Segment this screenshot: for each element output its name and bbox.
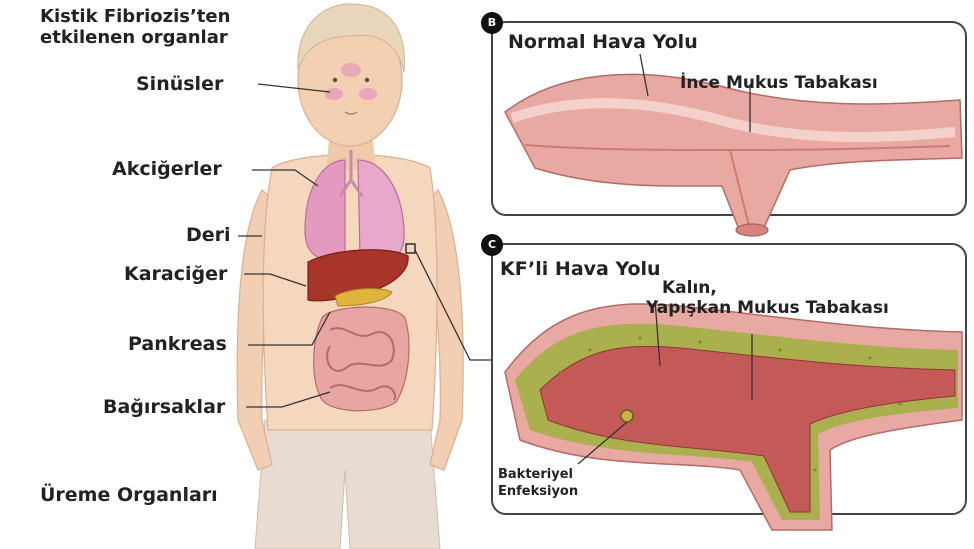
intestines <box>314 307 409 411</box>
bacteria-spot <box>621 410 633 422</box>
panel-b-mucus-label: İnce Mukus Tabakası <box>680 73 878 93</box>
panel-b-badge: B <box>481 12 503 34</box>
infection-label-line1: Bakteriyel <box>498 467 573 483</box>
panel-b-title: Normal Hava Yolu <box>508 31 698 53</box>
label-reproductive: Üreme Organları <box>40 484 218 506</box>
infection-label-line2: Enfeksiyon <box>498 484 578 500</box>
panel-c-mucus-label-line2: Yapışkan Mukus Tabakası <box>646 298 889 318</box>
panel-c-mucus-label-line1: Kalın, <box>662 278 717 298</box>
label-lungs: Akciğerler <box>112 158 222 180</box>
label-pancreas: Pankreas <box>128 333 227 355</box>
panel-c-title: KF’li Hava Yolu <box>500 258 661 280</box>
label-sinuses: Sinüsler <box>136 73 223 95</box>
panel-b <box>492 22 966 236</box>
panel-c-badge: C <box>481 234 503 256</box>
label-liver: Karaciğer <box>124 263 227 285</box>
label-intestines: Bağırsaklar <box>103 396 225 418</box>
diagram-title: Kistik Fibriozis’ten etkilenen organlar <box>40 6 300 48</box>
label-skin: Deri <box>186 224 231 246</box>
